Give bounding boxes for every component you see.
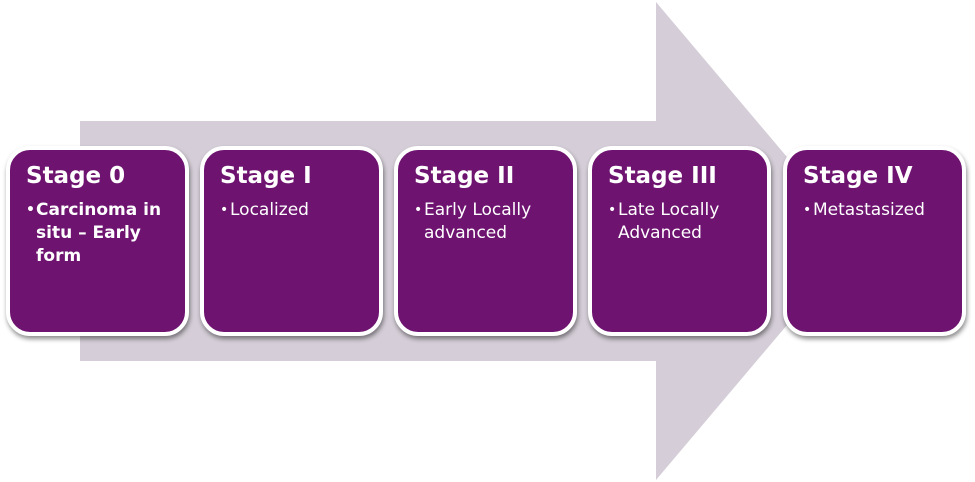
stage-description-text: Metastasized <box>813 200 925 220</box>
stage-description-text: Localized <box>230 200 309 220</box>
stage-description-text: Carcinoma in situ – Early form <box>36 200 162 266</box>
stage-box-3: Stage III • Late Locally Advanced <box>588 146 771 336</box>
stage-box-1: Stage I • Localized <box>200 146 383 336</box>
stage-box-0: Stage 0 • Carcinoma in situ – Early form <box>6 146 189 336</box>
stage-title: Stage I <box>220 163 312 189</box>
stage-description: • Carcinoma in situ – Early form <box>26 199 173 268</box>
bullet-dot-icon: • <box>26 202 35 218</box>
stage-description: • Early Locally advanced <box>414 199 561 245</box>
bullet-dot-icon: • <box>220 202 229 218</box>
stage-description: • Late Locally Advanced <box>608 199 755 245</box>
stage-description-text: Late Locally Advanced <box>618 200 720 243</box>
stage-title: Stage III <box>608 163 717 189</box>
stage-description-text: Early Locally advanced <box>424 200 532 243</box>
stage-title: Stage IV <box>803 163 913 189</box>
stage-title: Stage 0 <box>26 163 126 189</box>
stage-title: Stage II <box>414 163 515 189</box>
stage-description: • Localized <box>220 199 367 222</box>
stage-box-4: Stage IV • Metastasized <box>783 146 966 336</box>
bullet-dot-icon: • <box>414 202 423 218</box>
bullet-dot-icon: • <box>803 202 812 218</box>
stage-box-2: Stage II • Early Locally advanced <box>394 146 577 336</box>
stage-description: • Metastasized <box>803 199 950 222</box>
bullet-dot-icon: • <box>608 202 617 218</box>
